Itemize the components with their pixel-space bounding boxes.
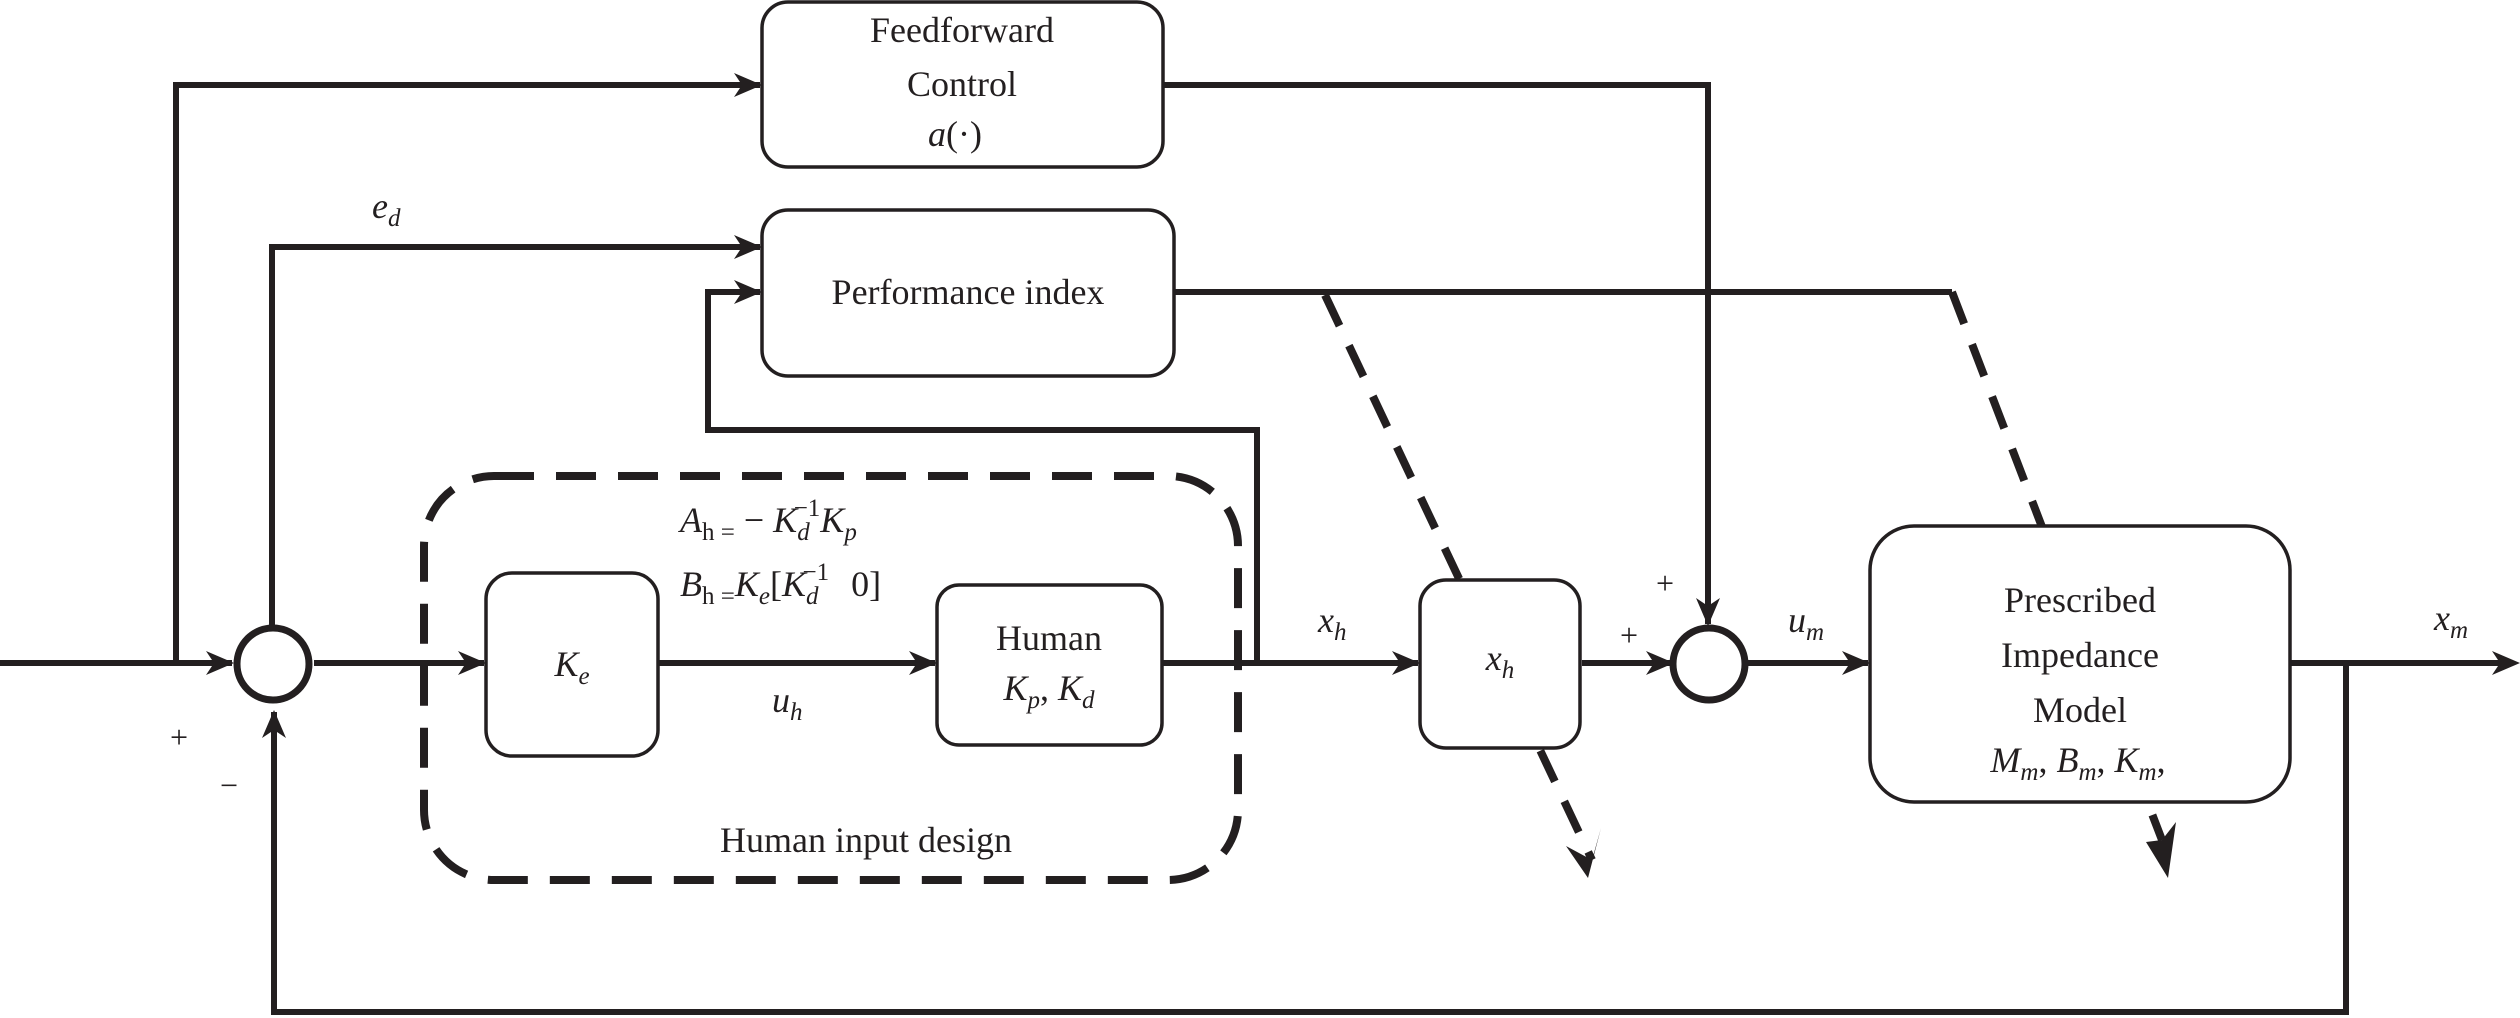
- performance-index-label: Performance index: [832, 272, 1105, 312]
- feedforward-output-line: [1163, 82, 1711, 624]
- arrow-feedback-into-summer: [262, 710, 286, 738]
- minus-sign-left: −: [220, 767, 238, 803]
- signal-xh-label: xh: [1317, 600, 1346, 646]
- summing-junction-right: [1669, 624, 1749, 704]
- arrow-ed-into-performance: [734, 235, 762, 259]
- performance-index-box: [760, 208, 1176, 378]
- human-box: [935, 583, 1164, 747]
- feedforward-block: Feedforward Control a(·): [760, 0, 1165, 169]
- adapt-impedance-arrowhead: [2146, 822, 2176, 878]
- feedback-line: [271, 663, 2349, 1015]
- arrow-into-summer: [206, 651, 234, 675]
- impedance-line1: Prescribed: [2004, 580, 2156, 620]
- impedance-params: Mm, Bm, Km,: [1989, 740, 2165, 786]
- ed-line: [269, 244, 760, 628]
- plus-sign-xh: +: [1620, 617, 1638, 653]
- signal-lines: [0, 82, 2502, 1015]
- impedance-block: Prescribed Impedance Model Mm, Bm, Km,: [1868, 524, 2292, 804]
- xh-to-performance-line: [705, 289, 1260, 663]
- impedance-line2: Impedance: [2001, 635, 2159, 675]
- arrow-into-ke: [458, 651, 486, 675]
- signal-ed-label: ed: [372, 186, 401, 232]
- human-block: Human Kp, Kd: [935, 583, 1164, 747]
- impedance-line3: Model: [2033, 690, 2127, 730]
- human-input-design-label: Human input design: [720, 820, 1012, 860]
- human-gains: Kp, Kd: [1002, 668, 1095, 714]
- arrow-feedforward-into-summer: [1696, 598, 1720, 626]
- feedforward-box: [760, 0, 1165, 169]
- feedforward-subtitle: Control: [907, 64, 1017, 104]
- human-input-design-region: [420, 472, 1242, 884]
- arrow-into-impedance: [1842, 651, 1870, 675]
- summing-junction-left: [233, 624, 313, 704]
- xh-box: [1418, 578, 1582, 750]
- feedforward-function: a(·): [928, 114, 982, 154]
- plus-sign-top: +: [1656, 565, 1674, 601]
- signal-uh-label: uh: [772, 680, 803, 726]
- adapt-xh-arrowhead: [1566, 828, 1601, 878]
- plus-sign-left: +: [170, 719, 188, 755]
- impedance-box: [1868, 524, 2292, 804]
- ke-label: Ke: [553, 644, 589, 690]
- arrow-into-human: [909, 651, 937, 675]
- ke-block: Ke: [484, 571, 660, 758]
- arrow-into-feedforward: [734, 73, 762, 97]
- signal-um-label: um: [1788, 600, 1824, 646]
- arrow-xm-output: [2492, 651, 2520, 675]
- xh-block-label: xh: [1485, 638, 1514, 684]
- feedforward-title: Feedforward: [870, 10, 1054, 50]
- arrow-xh-into-performance: [734, 280, 762, 304]
- ke-box: [484, 571, 660, 758]
- adapt-xh-dashed-line: [1321, 293, 1596, 862]
- feedforward-input-line: [173, 82, 760, 663]
- arrow-xh-into-summer: [1646, 651, 1674, 675]
- performance-index-block: Performance index: [760, 208, 1176, 378]
- arrowheads: [206, 73, 2520, 738]
- human-title: Human: [996, 618, 1102, 658]
- xh-block: xh: [1418, 578, 1582, 750]
- equation-ah: Ah = − Kd−1Kp: [678, 495, 857, 546]
- arrow-into-xh-block: [1392, 651, 1420, 675]
- signal-xm-label: xm: [2433, 598, 2468, 644]
